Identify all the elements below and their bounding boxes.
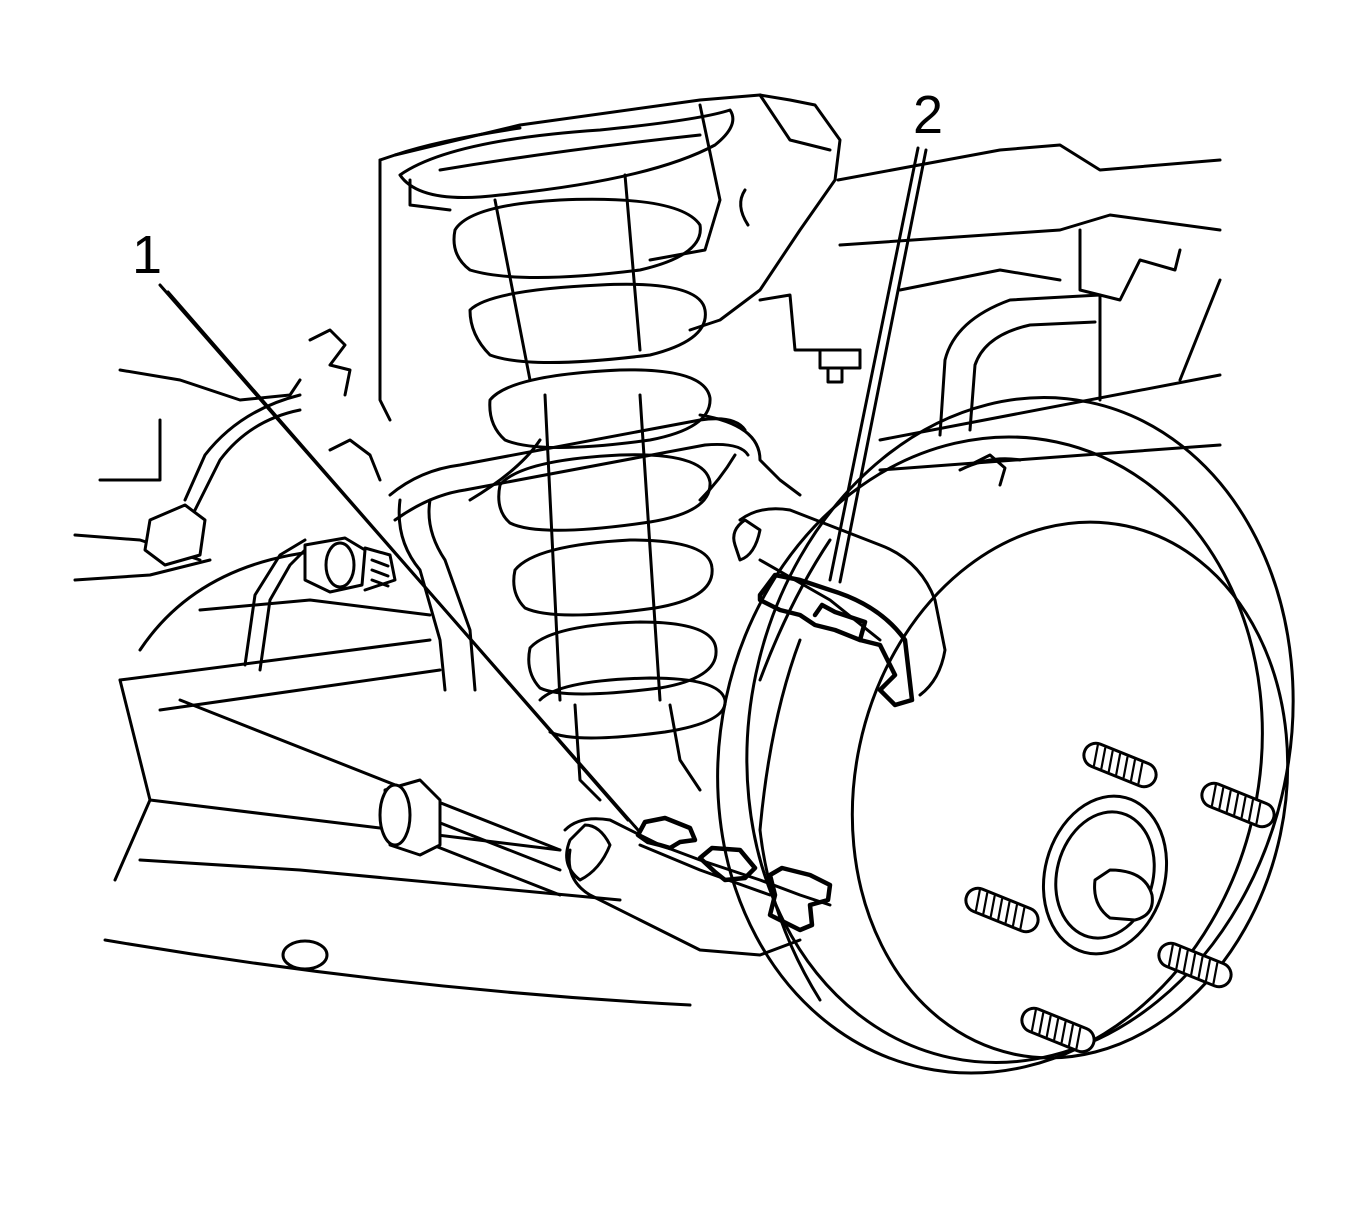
lower-bracket <box>563 815 833 957</box>
callout-1-label: 1 <box>132 225 163 285</box>
callout-2-label: 2 <box>913 85 944 145</box>
callout-leaders <box>158 146 928 832</box>
stabilizer-bar <box>388 413 802 692</box>
lateral-rod <box>178 698 562 897</box>
wheel-speed-sensor <box>143 328 397 672</box>
wheel-studs <box>964 741 1276 1054</box>
coil-spring <box>398 108 735 740</box>
brake-drum <box>716 396 1295 1075</box>
vehicle-frame <box>73 143 1222 1007</box>
strut-tower <box>378 93 842 422</box>
shock-absorber <box>493 173 702 802</box>
upper-bracket <box>732 507 947 708</box>
